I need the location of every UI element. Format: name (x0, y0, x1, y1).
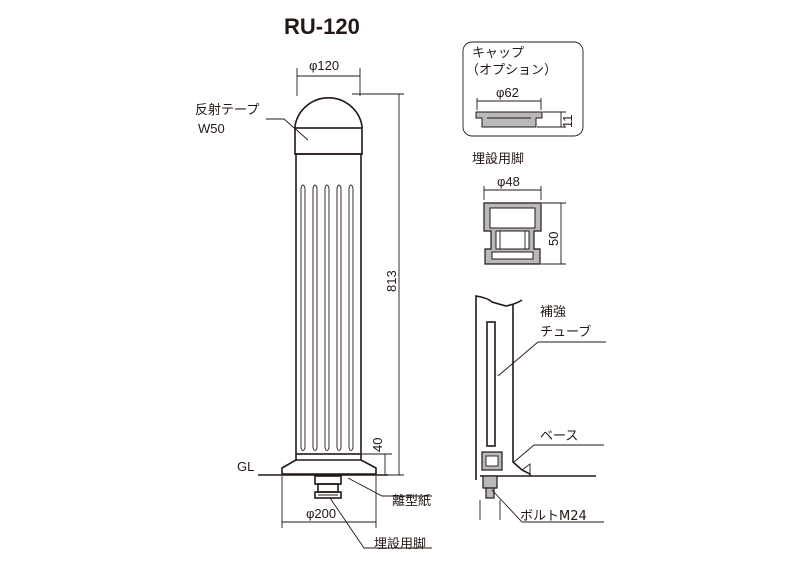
cap-option-box: キャップ （オプション） φ62 11 (462, 41, 584, 137)
dim-top-diameter: φ120 (296, 58, 361, 96)
svg-text:11: 11 (560, 115, 575, 129)
svg-text:（オプション）: （オプション） (466, 63, 557, 78)
svg-text:離型紙: 離型紙 (392, 494, 431, 509)
embed-leg-callout: 埋設用脚 (329, 497, 432, 552)
embed-leg-detail: 埋設用脚 φ48 50 (472, 151, 566, 265)
svg-text:813: 813 (384, 270, 399, 292)
bolt-callout: ボルトM24 (491, 489, 604, 524)
reinforce-tube (486, 321, 496, 447)
drawing-title: RU-120 (284, 14, 360, 39)
svg-text:50: 50 (546, 232, 561, 246)
post-dome (294, 97, 363, 128)
post-grooves (300, 184, 354, 451)
section-detail (475, 295, 596, 520)
svg-text:φ48: φ48 (497, 174, 520, 189)
svg-text:反射テープ: 反射テープ (195, 102, 259, 118)
reflective-band (294, 127, 363, 155)
dim-height: 813 (352, 93, 404, 476)
svg-text:埋設用脚: 埋設用脚 (472, 151, 524, 167)
post-body (295, 153, 362, 455)
svg-text:キャップ: キャップ (472, 46, 524, 61)
svg-text:ベース: ベース (540, 429, 578, 444)
svg-text:ボルトM24: ボルトM24 (520, 509, 587, 524)
svg-text:W50: W50 (198, 121, 225, 136)
post-base (281, 454, 377, 475)
embed-leg-top (314, 475, 342, 485)
main-post (258, 97, 388, 499)
svg-text:φ62: φ62 (496, 85, 519, 100)
svg-text:埋設用脚: 埋設用脚 (374, 536, 426, 552)
release-paper-callout: 離型紙 (347, 477, 432, 509)
svg-text:φ200: φ200 (306, 506, 336, 521)
svg-text:φ120: φ120 (309, 58, 339, 73)
svg-text:補強: 補強 (540, 305, 566, 320)
reflective-tape-callout: 反射テープ W50 (195, 102, 309, 141)
ground-label: GL (237, 459, 254, 474)
svg-text:チューブ: チューブ (540, 324, 591, 340)
reinforce-tube-callout: 補強 チューブ (497, 305, 606, 377)
dim-base-height: 40 (362, 438, 392, 475)
dim-base-diameter: φ200 (281, 476, 377, 528)
svg-text:40: 40 (370, 438, 385, 452)
base-callout: ベース (513, 429, 604, 463)
